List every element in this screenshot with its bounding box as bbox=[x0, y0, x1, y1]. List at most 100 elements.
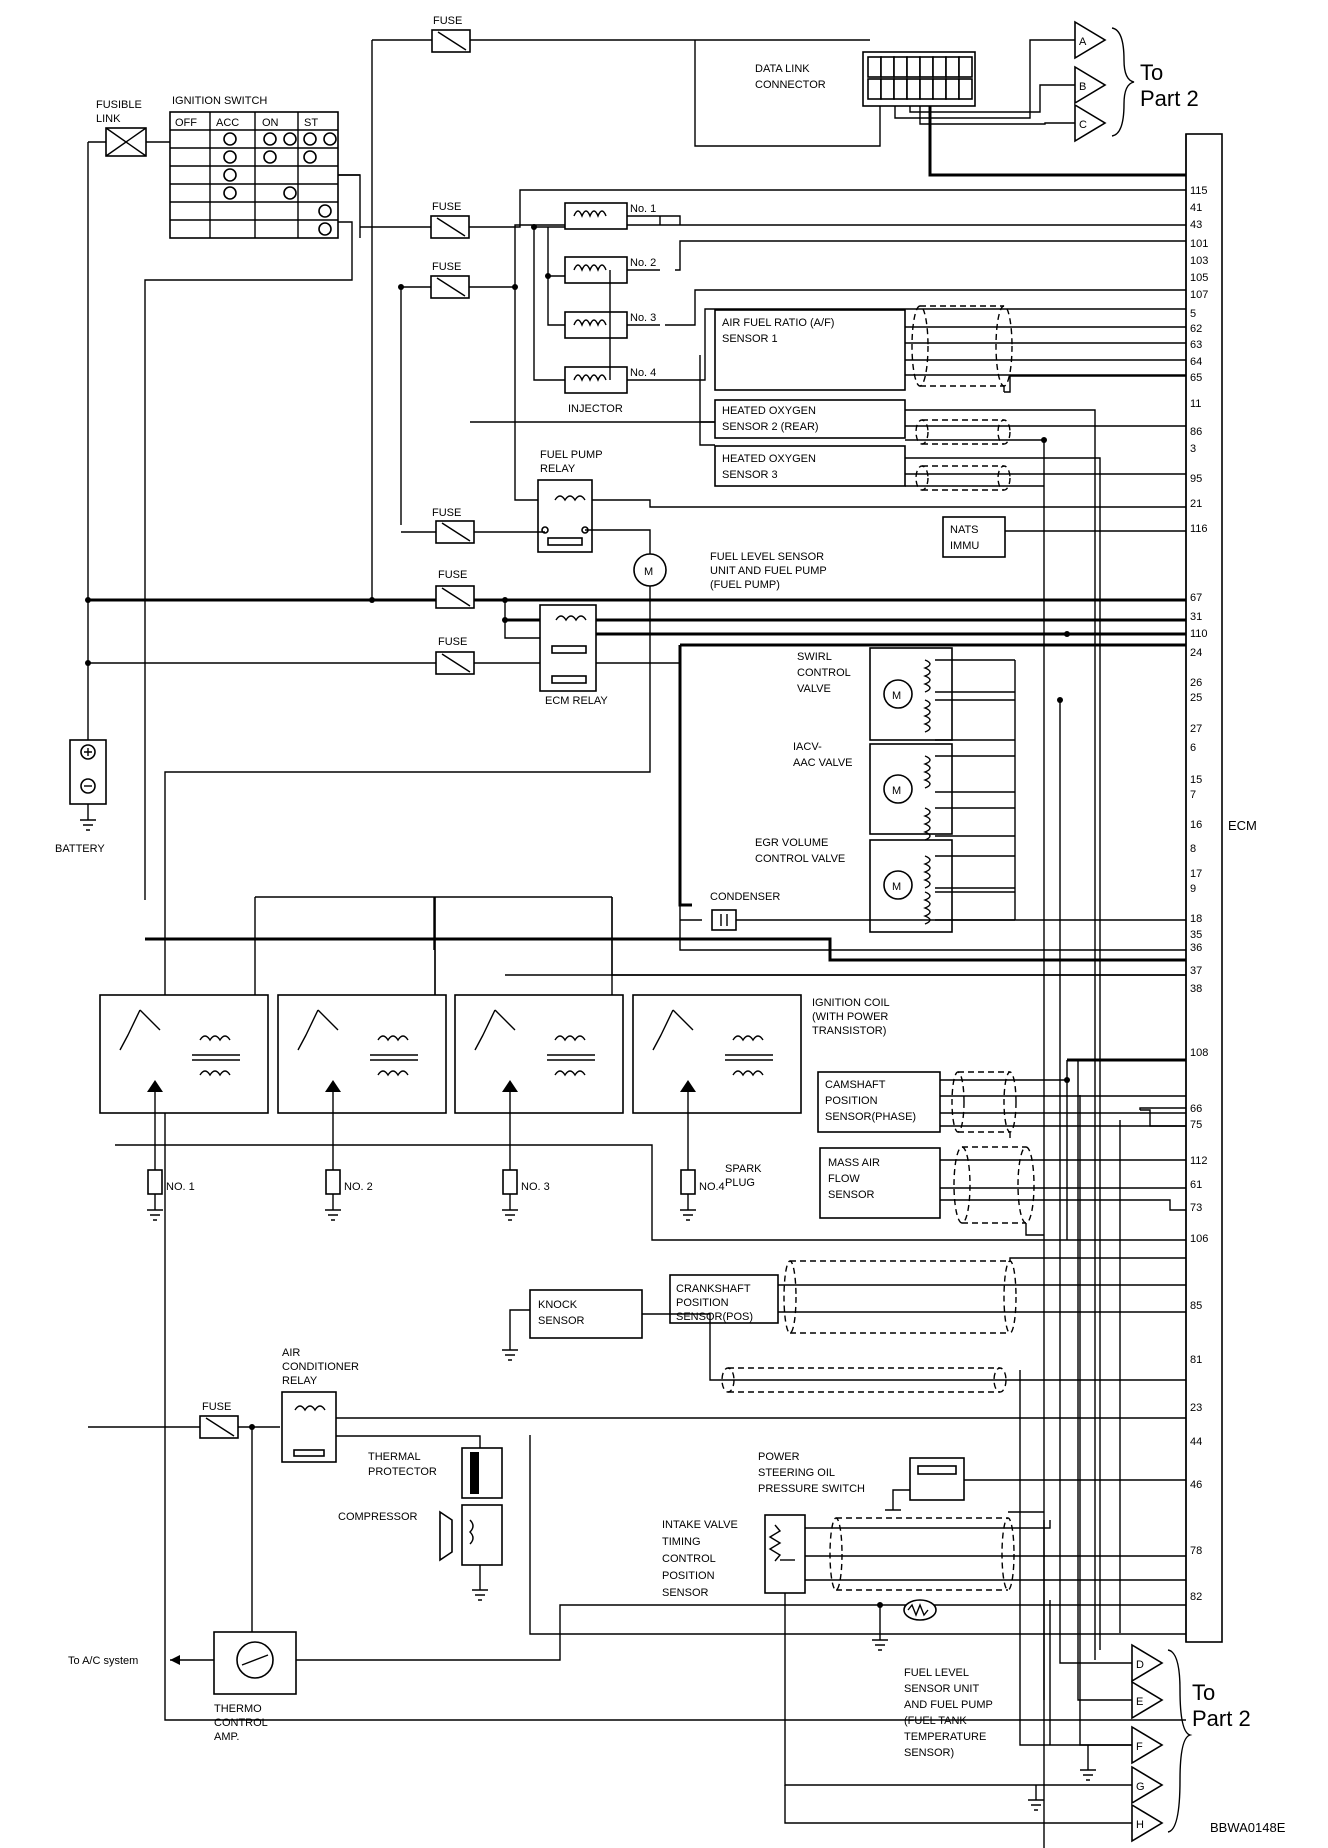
svg-text:B: B bbox=[1079, 81, 1086, 93]
ecm-label: ECM bbox=[1228, 818, 1257, 833]
fuel-pump-label-1: FUEL LEVEL SENSOR bbox=[710, 551, 824, 563]
ignition-coil-4: NO.4 bbox=[632, 994, 802, 1221]
connector-f: F bbox=[1131, 1725, 1164, 1765]
fuel-pump-label-3: (FUEL PUMP) bbox=[710, 579, 780, 591]
ecm-pin-36: 36 bbox=[1190, 942, 1202, 954]
ac-relay-label-1: AIR bbox=[282, 1347, 300, 1359]
ho2s2-label-1: HEATED OXYGEN bbox=[722, 405, 816, 417]
spark-plug-label-1: SPARK bbox=[725, 1163, 762, 1175]
connector-d: D bbox=[1131, 1643, 1164, 1683]
thermo-amp-label-1: THERMO bbox=[214, 1703, 262, 1715]
ecm-pin-46: 46 bbox=[1190, 1479, 1202, 1491]
svg-text:NO.4: NO.4 bbox=[699, 1181, 725, 1193]
connector-a: A bbox=[1074, 20, 1107, 60]
thermal-protector-label-1: THERMAL bbox=[368, 1451, 421, 1463]
ecm-pin-67: 67 bbox=[1190, 592, 1202, 604]
cam-maf-section: CAMSHAFT POSITION SENSOR(PHASE) MASS AIR… bbox=[817, 1058, 1186, 1240]
knock-crank-section: CRANKSHAFT POSITION SENSOR(POS) KNOCK SE… bbox=[502, 1257, 1186, 1393]
fuse-label-2: FUSE bbox=[432, 201, 461, 213]
af-sensor-label-2: SENSOR 1 bbox=[722, 333, 778, 345]
ecm-pin-11: 11 bbox=[1190, 398, 1201, 410]
crankshaft-sensor bbox=[669, 1274, 779, 1324]
ivt-label-2: TIMING bbox=[662, 1536, 701, 1548]
valves-section: SWIRL CONTROL VALVE M IACV- AAC VALVE M … bbox=[680, 647, 1186, 933]
ecm-pin-5: 5 bbox=[1190, 308, 1196, 320]
condenser-label: CONDENSER bbox=[710, 891, 780, 903]
ivt-label-3: CONTROL bbox=[662, 1553, 716, 1565]
bottom-connectors: D E F G H To Part 2 BBWA0148E bbox=[784, 697, 1286, 1843]
ps-switch bbox=[909, 1457, 965, 1501]
svg-text:No. 3: No. 3 bbox=[630, 312, 656, 324]
ivt-label-4: POSITION bbox=[662, 1570, 715, 1582]
ignition-switch-label: IGNITION SWITCH bbox=[172, 95, 267, 107]
ecm-pin-73: 73 bbox=[1190, 1202, 1202, 1214]
thermal-protector-label-2: PROTECTOR bbox=[368, 1466, 437, 1478]
ecm-pin-7: 7 bbox=[1190, 789, 1196, 801]
ecm-pin-116: 116 bbox=[1190, 523, 1208, 535]
ecm-pin-101: 101 bbox=[1190, 238, 1208, 250]
af-sensor-label-1: AIR FUEL RATIO (A/F) bbox=[722, 317, 834, 329]
injector-1: No. 1 bbox=[564, 202, 660, 230]
svg-text:E: E bbox=[1136, 1696, 1143, 1708]
compressor bbox=[461, 1504, 503, 1566]
ignition-coil-3: NO. 3 bbox=[454, 994, 624, 1221]
fuse-label-6: FUSE bbox=[438, 636, 467, 648]
ecm-pin-106: 106 bbox=[1190, 1233, 1208, 1245]
connector-h: H bbox=[1131, 1803, 1164, 1843]
ecm-pin-112: 112 bbox=[1190, 1155, 1208, 1167]
fuel-pump-relay-label-2: RELAY bbox=[540, 463, 576, 475]
maf-label-3: SENSOR bbox=[828, 1189, 875, 1201]
injector-3: No. 3 bbox=[564, 311, 660, 339]
oxygen-sensors: AIR FUEL RATIO (A/F) SENSOR 1 HEATED OXY… bbox=[470, 305, 1186, 1700]
camshaft-label-1: CAMSHAFT bbox=[825, 1079, 886, 1091]
ivt-label-1: INTAKE VALVE bbox=[662, 1519, 738, 1531]
ecm-pin-26: 26 bbox=[1190, 677, 1202, 689]
ecm-pin-95: 95 bbox=[1190, 473, 1202, 485]
ecm-pin-63: 63 bbox=[1190, 339, 1202, 351]
egr-label-2: CONTROL VALVE bbox=[755, 853, 845, 865]
ecm-pin-43: 43 bbox=[1190, 219, 1202, 231]
af-sensor-box bbox=[714, 309, 906, 391]
ps-switch-label-1: POWER bbox=[758, 1451, 800, 1463]
ecm-pin-62: 62 bbox=[1190, 323, 1202, 335]
ecm-pin-107: 107 bbox=[1190, 289, 1208, 301]
fusible-link-label-1: FUSIBLE bbox=[96, 99, 142, 111]
fuel-tank-temp-label-5: TEMPERATURE bbox=[904, 1731, 986, 1743]
ecm-pin-3: 3 bbox=[1190, 443, 1196, 455]
data-link-label-2: CONNECTOR bbox=[755, 79, 826, 91]
fusible-link-label-2: LINK bbox=[96, 113, 121, 125]
fuel-tank-temp-label-2: SENSOR UNIT bbox=[904, 1683, 979, 1695]
ivt-sensor bbox=[764, 1514, 806, 1594]
connector-g: G bbox=[1131, 1765, 1164, 1805]
svg-text:NO. 1: NO. 1 bbox=[166, 1181, 195, 1193]
to-part2-top-2: Part 2 bbox=[1140, 86, 1199, 111]
ignition-switch: FUSIBLE LINK IGNITION SWITCH OFF ACC ON … bbox=[87, 95, 361, 900]
ps-switch-label-3: PRESSURE SWITCH bbox=[758, 1483, 865, 1495]
fuse-label-7: FUSE bbox=[202, 1401, 231, 1413]
ecm-pin-15: 15 bbox=[1190, 774, 1202, 786]
svg-text:C: C bbox=[1079, 119, 1087, 131]
condenser bbox=[711, 909, 737, 931]
swirl-label-3: VALVE bbox=[797, 683, 831, 695]
camshaft-label-2: POSITION bbox=[825, 1095, 878, 1107]
crankshaft-label-3: SENSOR(POS) bbox=[676, 1311, 753, 1323]
ign-pos-acc: ACC bbox=[216, 117, 239, 129]
ecm-pin-65: 65 bbox=[1190, 372, 1202, 384]
ign-pos-st: ST bbox=[304, 117, 318, 129]
svg-text:A: A bbox=[1079, 36, 1087, 48]
to-part2-bottom-1: To bbox=[1192, 1680, 1215, 1705]
ac-relay-label-2: CONDITIONER bbox=[282, 1361, 359, 1373]
svg-text:F: F bbox=[1136, 1741, 1143, 1753]
injector-label: INJECTOR bbox=[568, 403, 623, 415]
egr-label-1: EGR VOLUME bbox=[755, 837, 828, 849]
swirl-label-2: CONTROL bbox=[797, 667, 851, 679]
ignition-coil-1: NO. 1 bbox=[99, 994, 269, 1221]
fuse-label-3: FUSE bbox=[432, 261, 461, 273]
knock-sensor bbox=[529, 1289, 643, 1339]
svg-text:No. 2: No. 2 bbox=[630, 257, 656, 269]
connector-c: C bbox=[1074, 103, 1107, 143]
fuse-label-top: FUSE bbox=[433, 15, 462, 27]
ecm-pin-25: 25 bbox=[1190, 692, 1202, 704]
ignition-coil-label-1: IGNITION COIL bbox=[812, 997, 890, 1009]
